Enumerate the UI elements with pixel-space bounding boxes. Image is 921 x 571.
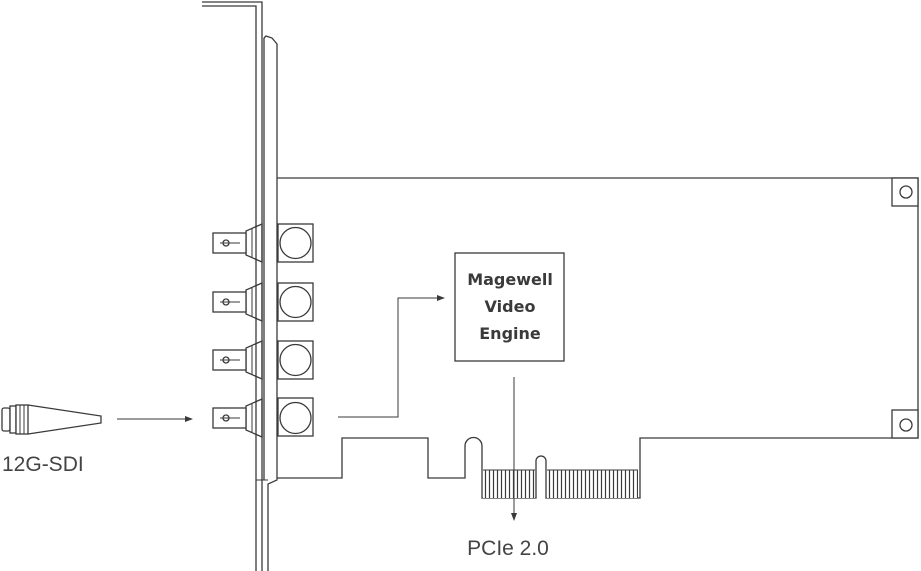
pcb-board bbox=[277, 177, 919, 499]
mounting-bracket bbox=[202, 1, 278, 571]
mounting-hole-bottom bbox=[891, 409, 919, 439]
sdi-port-4-jack bbox=[277, 397, 314, 437]
bnc-connector-1 bbox=[212, 223, 263, 263]
bnc-connector-3 bbox=[212, 340, 263, 380]
sdi-port-1-jack bbox=[277, 223, 314, 263]
bnc-connector-2 bbox=[212, 282, 263, 322]
input-label: 12G-SDI bbox=[2, 453, 84, 476]
sdi-port-2-jack bbox=[277, 282, 314, 322]
engine-label-line1: Magewell bbox=[467, 270, 553, 289]
pcie-connector bbox=[483, 469, 638, 498]
sdi-cable-plug-icon bbox=[1, 404, 102, 435]
signal-to-engine-arrow bbox=[338, 295, 445, 418]
pcie-label: PCIe 2.0 bbox=[467, 537, 549, 560]
engine-label-line2: Video bbox=[485, 297, 536, 316]
engine-label-line3: Engine bbox=[479, 324, 541, 343]
sdi-port-3-jack bbox=[277, 340, 314, 380]
mounting-hole-top bbox=[891, 177, 919, 207]
bnc-connector-4 bbox=[212, 398, 263, 438]
video-engine-box: Magewell Video Engine bbox=[454, 252, 565, 362]
